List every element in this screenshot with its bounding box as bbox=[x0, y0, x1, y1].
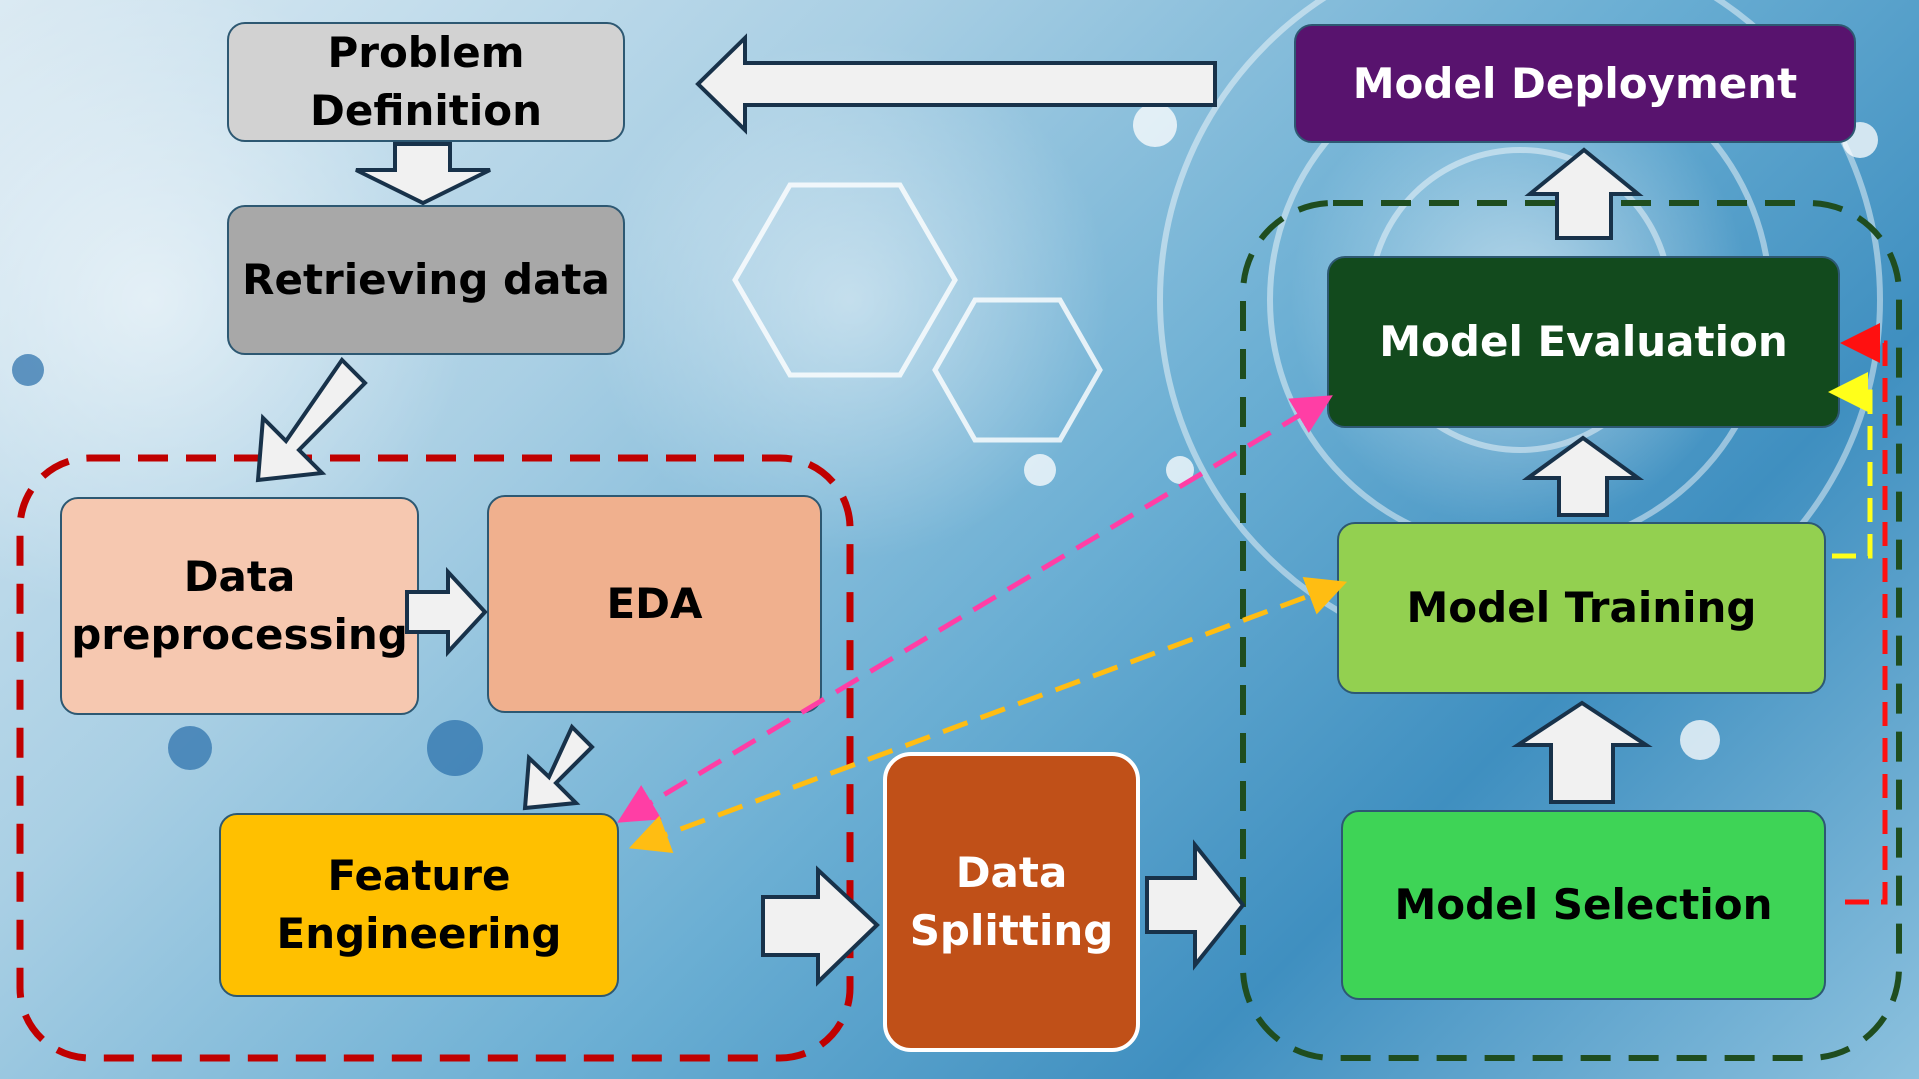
background-hexagon bbox=[732, 182, 958, 378]
model-training-label: Model Training bbox=[1406, 583, 1757, 633]
model-deployment-label: Model Deployment bbox=[1352, 58, 1798, 108]
feature-engineering-box: Feature Engineering bbox=[219, 813, 619, 997]
training-evaluation-loop bbox=[1828, 372, 1873, 559]
retrieving-data-label: Retrieving data bbox=[242, 255, 610, 305]
arrow-preprocessing-to-eda bbox=[405, 566, 488, 658]
data-preprocessing-label: Data preprocessing bbox=[71, 552, 408, 659]
training-feature-feedback-line bbox=[628, 576, 1348, 854]
arrow-training-to-evaluation bbox=[1521, 435, 1645, 517]
arrow-problem-to-retrieving bbox=[355, 142, 491, 206]
background-dot bbox=[168, 726, 212, 770]
background-dot bbox=[1680, 720, 1720, 760]
arrow-selection-to-training bbox=[1511, 700, 1653, 804]
arrow-feature-to-splitting bbox=[761, 865, 880, 987]
selection-evaluation-loop bbox=[1840, 323, 1888, 905]
background-dot bbox=[12, 354, 44, 386]
data-splitting-label: Data Splitting bbox=[909, 848, 1114, 955]
arrow-retrieving-to-preprocessing bbox=[255, 356, 368, 483]
model-evaluation-box: Model Evaluation bbox=[1327, 256, 1840, 428]
evaluation-feature-feedback-line bbox=[617, 395, 1333, 823]
modeling-group-outline bbox=[1240, 200, 1902, 1061]
problem-definition-label: Problem Definition bbox=[309, 28, 542, 135]
data-preparation-group-outline bbox=[16, 454, 854, 1062]
arrow-evaluation-to-deployment bbox=[1524, 147, 1644, 240]
model-deployment-box: Model Deployment bbox=[1294, 24, 1856, 143]
arrow-eda-to-feature bbox=[522, 723, 595, 811]
model-selection-box: Model Selection bbox=[1341, 810, 1826, 1000]
feature-engineering-label: Feature Engineering bbox=[276, 851, 562, 958]
background-dot bbox=[427, 720, 483, 776]
problem-definition-box: Problem Definition bbox=[227, 22, 625, 142]
model-evaluation-label: Model Evaluation bbox=[1379, 317, 1788, 367]
model-selection-label: Model Selection bbox=[1394, 880, 1773, 930]
arrow-splitting-to-selection bbox=[1145, 839, 1246, 971]
arrow-deployment-to-problem bbox=[695, 33, 1217, 135]
background-dot bbox=[1133, 103, 1177, 147]
retrieving-data-box: Retrieving data bbox=[227, 205, 625, 355]
data-preprocessing-box: Data preprocessing bbox=[60, 497, 419, 715]
model-training-box: Model Training bbox=[1337, 522, 1826, 694]
